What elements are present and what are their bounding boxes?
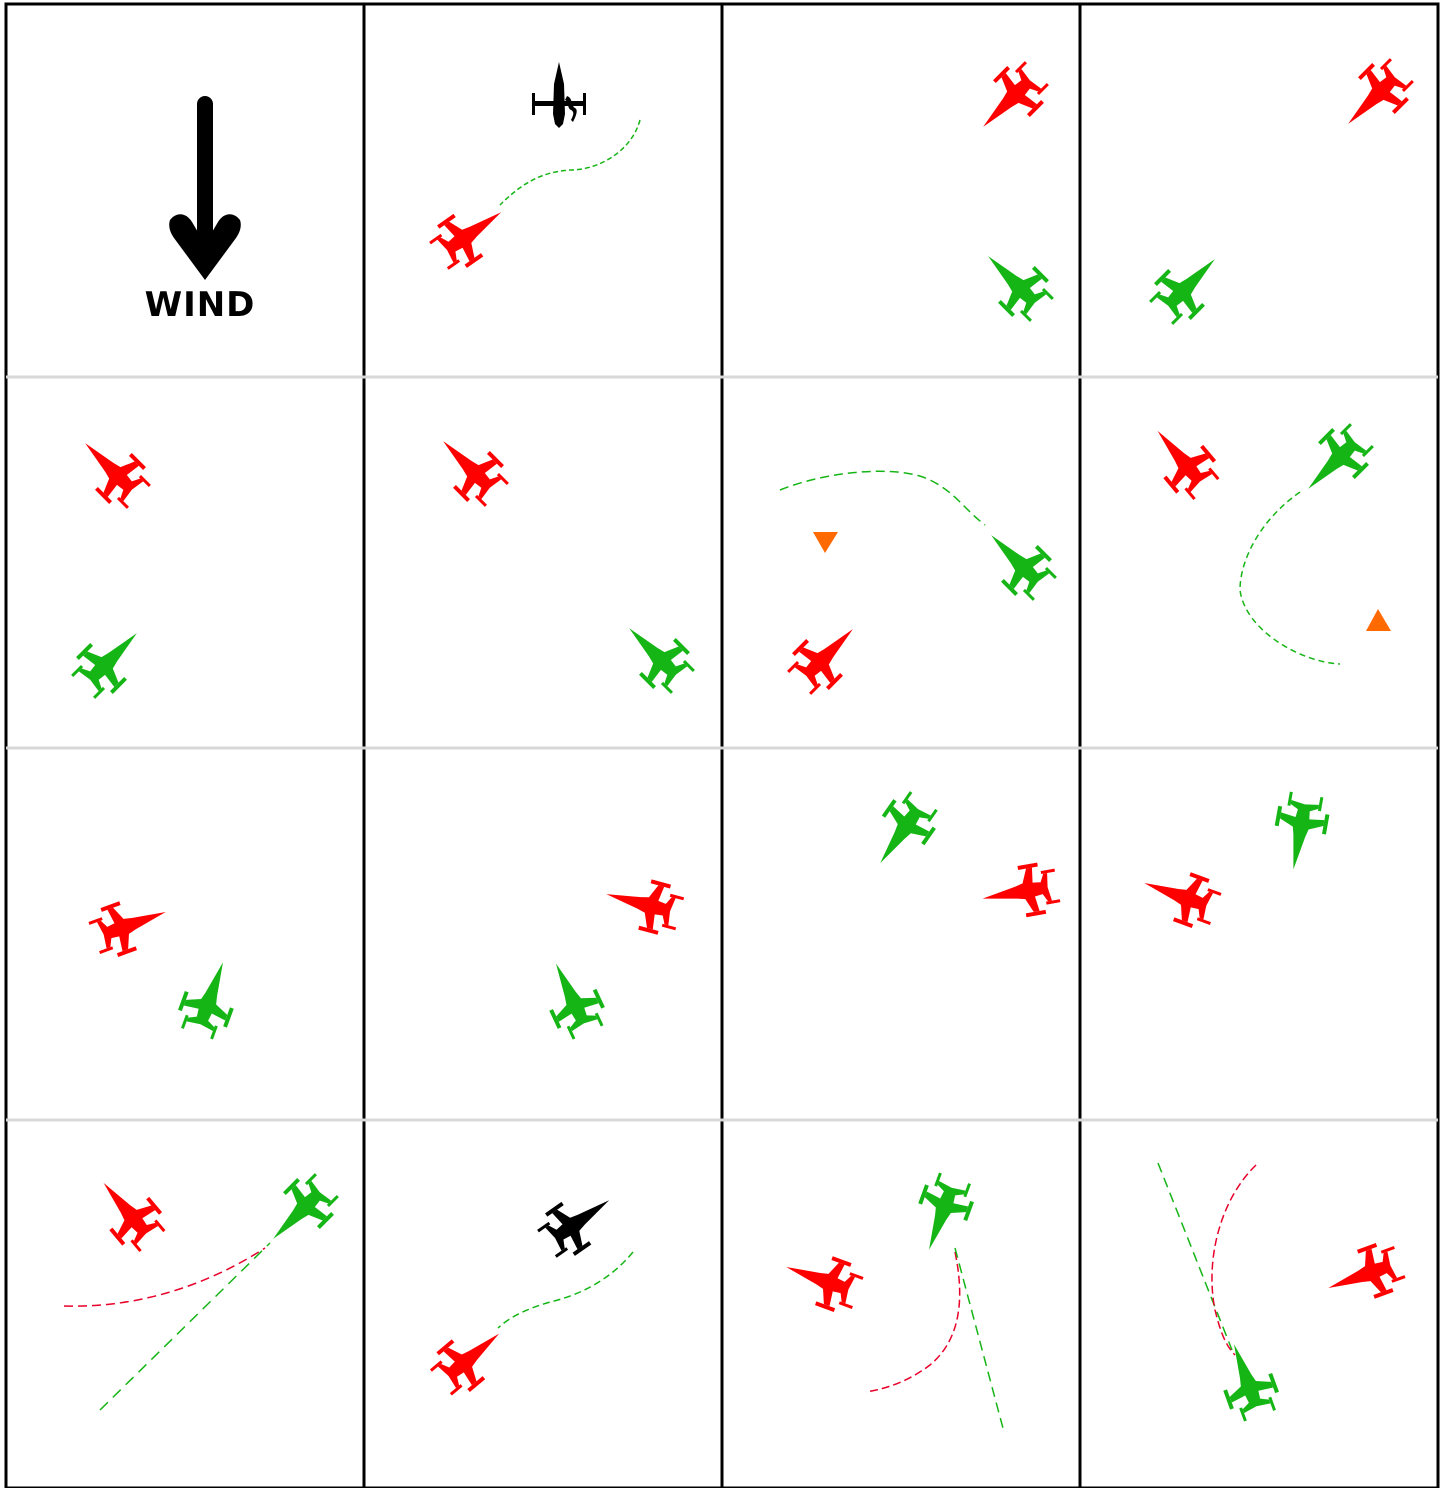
cell-r2c3 xyxy=(779,470,1064,702)
green-jet-icon xyxy=(858,785,946,879)
red-jet-icon xyxy=(66,424,158,516)
red-trail xyxy=(1211,1164,1257,1356)
cell-r1c2 xyxy=(423,62,641,278)
green-jet-icon xyxy=(1267,790,1333,874)
green-jet-icon xyxy=(172,953,248,1043)
red-jet-icon xyxy=(1137,414,1227,506)
cell-r4c3 xyxy=(777,1169,1005,1433)
black-helicopter-icon xyxy=(532,62,586,128)
red-jet-icon xyxy=(978,859,1062,925)
green-trail xyxy=(954,1247,1005,1433)
orange-triangle-down-icon xyxy=(813,532,838,553)
cell-r1c1-wind: WIND xyxy=(145,96,256,325)
green-trail xyxy=(1157,1162,1233,1351)
red-jet-icon xyxy=(599,869,687,939)
red-jet-icon xyxy=(85,887,175,963)
green-trail xyxy=(497,1251,634,1329)
red-trail xyxy=(865,1251,961,1393)
cell-r4c1 xyxy=(63,1166,346,1411)
cell-r2c4 xyxy=(1137,414,1391,665)
red-jet-icon xyxy=(777,1242,867,1318)
green-jet-icon xyxy=(972,516,1064,608)
grid-lines xyxy=(4,2,1440,1488)
cell-r3c1 xyxy=(85,887,248,1043)
green-jet-icon xyxy=(64,614,156,706)
black-jet-icon xyxy=(531,1178,625,1266)
green-jet-icon xyxy=(1209,1335,1285,1425)
red-jet-icon xyxy=(424,422,516,514)
cell-r2c1 xyxy=(64,424,158,706)
green-trail xyxy=(779,470,986,526)
cell-r4c4 xyxy=(1157,1162,1409,1425)
cell-r2c2 xyxy=(424,422,702,701)
wind-arrow-icon xyxy=(169,96,241,280)
red-jet-icon xyxy=(424,1313,516,1403)
green-jet-icon xyxy=(1142,240,1234,332)
cell-r3c4 xyxy=(1135,790,1333,934)
green-trail xyxy=(499,119,641,206)
cell-r3c3 xyxy=(858,785,1062,925)
red-jet-icon xyxy=(1135,858,1225,934)
green-jet-icon xyxy=(610,609,702,701)
green-jet-icon xyxy=(532,952,612,1044)
green-jet-icon xyxy=(969,237,1061,329)
cell-r4c2 xyxy=(424,1178,634,1403)
red-jet-icon xyxy=(83,1166,173,1258)
cell-r1c3 xyxy=(964,54,1061,329)
cell-r1c4 xyxy=(1142,51,1421,332)
orange-triangle-up-icon xyxy=(1366,609,1391,631)
green-trail xyxy=(1239,491,1341,665)
red-jet-icon xyxy=(1329,51,1421,143)
red-jet-icon xyxy=(780,610,872,702)
wind-label: WIND xyxy=(145,285,256,325)
green-jet-icon xyxy=(1289,416,1381,508)
red-jet-icon xyxy=(964,54,1056,146)
red-jet-icon xyxy=(1319,1237,1409,1313)
cell-r3c2 xyxy=(532,869,687,1044)
red-trail xyxy=(63,1247,266,1307)
green-jet-icon xyxy=(904,1169,980,1259)
green-trail xyxy=(99,1242,271,1411)
